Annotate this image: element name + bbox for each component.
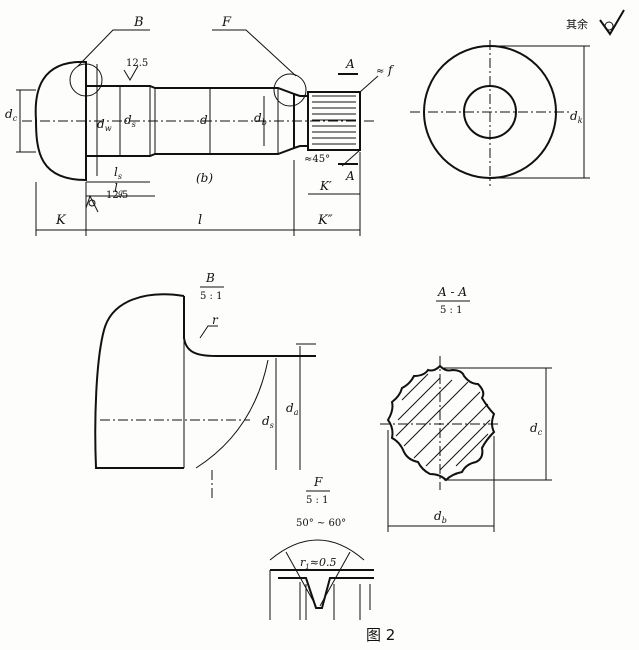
dim-d: d	[200, 113, 208, 127]
roughness-bottom-icon	[85, 194, 99, 213]
section-a-bottom: A	[345, 169, 355, 183]
figure-caption: 图 2	[366, 626, 395, 644]
dim-ds: ds	[124, 113, 136, 129]
detail-b-scale: 5 : 1	[200, 291, 222, 302]
surface-finish-note: 其余	[566, 9, 625, 36]
dim-dk: dk	[570, 109, 583, 125]
dim-b: (b)	[196, 171, 213, 185]
bolt-head	[34, 60, 87, 182]
roughness-top-icon	[123, 65, 139, 81]
dim-f: f	[387, 63, 395, 77]
dim-lg: lg	[114, 181, 123, 197]
svg-text:其余: 其余	[566, 17, 588, 31]
approx-f: ≈	[376, 66, 384, 77]
spline-teeth	[312, 95, 356, 145]
dim-l: l	[198, 213, 202, 228]
detail-b-title: B	[205, 271, 215, 285]
callout-f-label: F	[221, 15, 232, 30]
dim-db: db	[254, 111, 267, 127]
detail-f-circle	[273, 73, 307, 107]
detail-b-r: r	[212, 313, 219, 327]
dim-k: K	[55, 213, 67, 228]
detail-f-scale: 5 : 1	[306, 495, 328, 506]
detail-b-circle	[69, 63, 103, 97]
detail-f-angle: 50° ~ 60°	[296, 518, 346, 529]
section-aa-title: A - A	[437, 285, 467, 299]
detail-b-da: da	[286, 401, 299, 417]
section-aa-dc: dc	[530, 421, 543, 437]
section-hatching	[395, 373, 491, 471]
dim-dw: dw	[97, 117, 112, 133]
detail-b-head-outline	[94, 293, 185, 469]
dim-dc: dc	[5, 107, 18, 123]
callout-b-label: B	[133, 15, 144, 30]
section-a-top: A	[345, 57, 355, 71]
dim-k2: K″	[317, 213, 333, 228]
detail-b: B 5 : 1 r ds da	[94, 271, 316, 500]
detail-f: F 5 : 1 50° ~ 60° r1≈0.5	[269, 475, 374, 620]
main-view: B F 12.5 12.5 dc dw ds d db ls lg (b) A	[5, 15, 395, 236]
detail-f-title: F	[313, 475, 323, 489]
end-view: dk	[410, 40, 590, 186]
angle-45: ≈45°	[304, 154, 330, 165]
dim-ls: ls	[114, 165, 122, 181]
section-aa: A - A 5 : 1 dc db	[380, 285, 552, 532]
spline-profile	[386, 364, 496, 482]
section-aa-scale: 5 : 1	[440, 305, 462, 316]
section-aa-db: db	[434, 509, 447, 525]
roughness-symbol-icon	[599, 9, 625, 36]
roughness-top: 12.5	[126, 58, 148, 69]
detail-f-r1: r1≈0.5	[300, 556, 336, 571]
detail-b-ds: ds	[262, 414, 274, 430]
dim-k-prime: K′	[319, 179, 332, 193]
